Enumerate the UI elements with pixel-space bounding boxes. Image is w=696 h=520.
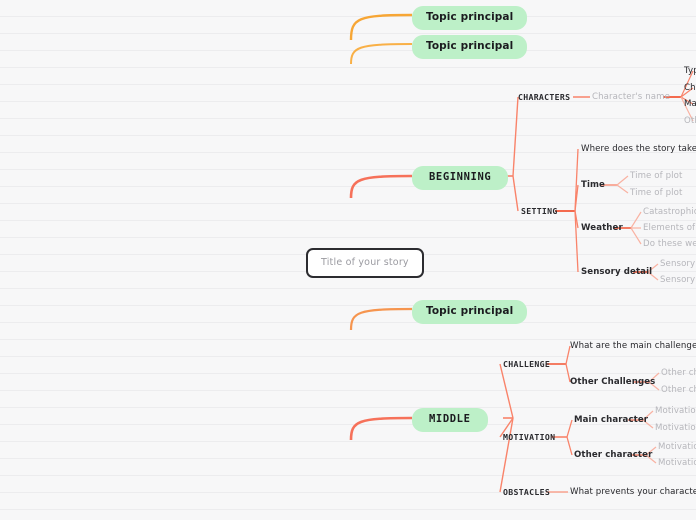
leaf-character-type[interactable]: Typ (684, 67, 696, 76)
branch-node-motivation-label: MOTIVATION (503, 432, 556, 442)
leaf-weather-elements-of-nature[interactable]: Elements of natur (643, 224, 696, 233)
topic-node-1-label: Topic principal (426, 11, 514, 23)
branch-node-motivation[interactable]: MOTIVATION (503, 433, 555, 441)
root-node-placeholder: Title of your story (321, 257, 409, 268)
leaf-other-character-motivation-2[interactable]: Motivation (658, 459, 696, 468)
leaf-character-characteristics[interactable]: Cha (684, 84, 696, 93)
topic-node-1[interactable]: Topic principal (412, 6, 528, 30)
node-setting-weather-label: Weather (581, 223, 623, 233)
node-setting-sensory-detail[interactable]: Sensory detail (581, 268, 652, 277)
branch-node-setting[interactable]: SETTING (521, 207, 558, 215)
leaf-time-of-plot-1[interactable]: Time of plot (630, 172, 682, 181)
leaf-other-challenge-2-label: Other challe (661, 385, 696, 395)
leaf-character-other[interactable]: Oth (684, 117, 696, 126)
node-setting-time[interactable]: Time (581, 181, 605, 190)
leaf-main-character-motivation-1[interactable]: Motivation (655, 407, 696, 416)
topic-node-3[interactable]: Topic principal (412, 300, 528, 324)
node-setting-weather[interactable]: Weather (581, 224, 623, 233)
leaf-sensory-detail-2[interactable]: Sensory det (660, 276, 696, 285)
topic-node-3-label: Topic principal (426, 305, 514, 317)
node-motivation-main-character-label: Main character (574, 415, 649, 425)
section-node-middle[interactable]: MIDDLE (412, 408, 488, 432)
leaf-weather-elements-of-nature-label: Elements of natur (643, 223, 696, 233)
node-setting-time-label: Time (581, 180, 605, 190)
leaf-character-characteristics-label: Cha (684, 83, 696, 93)
node-other-challenges-label: Other Challenges (570, 377, 656, 387)
node-characters-name[interactable]: Character's name (592, 93, 670, 102)
leaf-character-main-label: Mai (684, 99, 696, 109)
leaf-other-challenge-2[interactable]: Other challe (661, 386, 696, 395)
node-setting-place-question-label: Where does the story takes place? (581, 144, 696, 154)
leaf-sensory-detail-2-label: Sensory det (660, 275, 696, 285)
leaf-weather-do-these-weather[interactable]: Do these weather (643, 240, 696, 249)
branch-node-challenge-label: CHALLENGE (503, 359, 551, 369)
section-node-beginning[interactable]: BEGINNING (412, 166, 509, 190)
leaf-weather-catastrophic-events-label: Catastrophic even (643, 207, 696, 217)
leaf-main-character-motivation-2[interactable]: Motivation (655, 424, 696, 433)
node-setting-sensory-detail-label: Sensory detail (581, 267, 653, 277)
branch-node-characters[interactable]: CHARACTERS (518, 93, 570, 101)
leaf-weather-catastrophic-events[interactable]: Catastrophic even (643, 208, 696, 217)
node-motivation-other-character[interactable]: Other character (574, 451, 652, 460)
leaf-time-of-plot-1-label: Time of plot (630, 171, 683, 181)
leaf-other-challenge-1-label: Other challe (661, 368, 696, 378)
root-node-title-of-your-story[interactable]: Title of your story (306, 248, 424, 278)
branch-node-obstacles[interactable]: OBSTACLES (503, 488, 550, 496)
leaf-other-character-motivation-1[interactable]: Motivation (658, 443, 696, 452)
leaf-character-type-label: Typ (684, 66, 696, 76)
node-obstacles-question-label: What prevents your character from ac (570, 487, 696, 497)
node-obstacles-question[interactable]: What prevents your character from ac (570, 488, 696, 497)
branch-node-characters-label: CHARACTERS (518, 92, 571, 102)
leaf-time-of-plot-2-label: Time of plot (630, 188, 683, 198)
leaf-other-character-motivation-2-label: Motivation (658, 458, 696, 468)
leaf-character-main[interactable]: Mai (684, 100, 696, 109)
node-other-challenges[interactable]: Other Challenges (570, 378, 655, 387)
leaf-time-of-plot-2[interactable]: Time of plot (630, 189, 682, 198)
leaf-weather-do-these-weather-label: Do these weather (643, 239, 696, 249)
node-characters-name-label: Character's name (592, 92, 670, 102)
topic-node-2[interactable]: Topic principal (412, 35, 528, 59)
node-motivation-other-character-label: Other character (574, 450, 653, 460)
node-challenge-main-question-label: What are the main challenges in your (570, 341, 696, 351)
leaf-character-other-label: Oth (684, 116, 696, 126)
branch-node-obstacles-label: OBSTACLES (503, 487, 551, 497)
leaf-sensory-detail-1[interactable]: Sensory det (660, 260, 696, 269)
section-node-beginning-label: BEGINNING (429, 171, 492, 183)
branch-node-setting-label: SETTING (521, 206, 558, 216)
node-setting-place-question[interactable]: Where does the story takes place? (581, 145, 696, 154)
node-challenge-main-question[interactable]: What are the main challenges in your (570, 342, 696, 351)
leaf-other-character-motivation-1-label: Motivation (658, 442, 696, 452)
leaf-sensory-detail-1-label: Sensory det (660, 259, 696, 269)
branch-node-challenge[interactable]: CHALLENGE (503, 360, 550, 368)
leaf-main-character-motivation-2-label: Motivation (655, 423, 696, 433)
leaf-other-challenge-1[interactable]: Other challe (661, 369, 696, 378)
topic-node-2-label: Topic principal (426, 40, 514, 52)
leaf-main-character-motivation-1-label: Motivation (655, 406, 696, 416)
section-node-middle-label: MIDDLE (429, 413, 471, 425)
node-motivation-main-character[interactable]: Main character (574, 416, 648, 425)
